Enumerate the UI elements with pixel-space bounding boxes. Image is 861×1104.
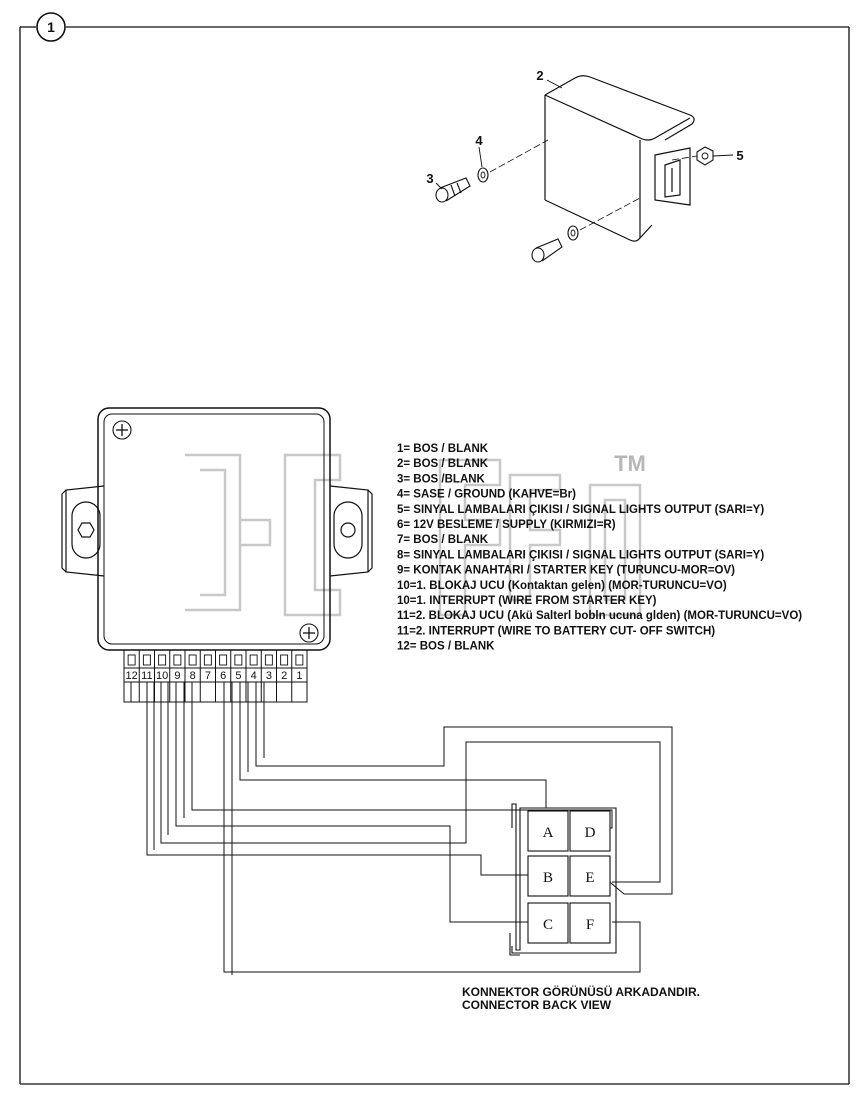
connector-cell-label: D (585, 825, 596, 841)
terminal-pin-label: 10 (156, 670, 168, 682)
connector-cell-label: B (543, 870, 553, 886)
terminal-pin (249, 654, 258, 666)
terminal-pin (142, 654, 151, 666)
legend-line: 3= BOS /BLANK (397, 473, 486, 485)
bolt-3-icon (435, 177, 471, 203)
nut-5-icon (696, 146, 714, 166)
wiring-harness (130, 682, 673, 975)
sheet-number: 1 (47, 19, 55, 35)
connector-cell-label: E (585, 870, 594, 886)
legend-line: 11=2. INTERRUPT (WIRE TO BATTERY CUT- OF… (397, 625, 715, 637)
callout-2: 2 (536, 68, 543, 83)
legend-line: 1= BOS / BLANK (397, 443, 489, 455)
mounting-bracket-right (329, 485, 373, 577)
pin-legend: 1= BOS / BLANK 2= BOS / BLANK 3= BOS /BLAN… (397, 443, 802, 653)
terminal-pin-label: 3 (266, 670, 272, 682)
screw-bottom-right-icon (299, 623, 319, 643)
connector-note-tr: KONNEKTOR GÖRÜNÜSÜ ARKADANDIR. (462, 984, 700, 999)
terminal-pin (280, 654, 289, 666)
legend-line: 5= SINYAL LAMBALARI ÇIKISI / SIGNAL LIGH… (397, 504, 764, 516)
connector-cell (527, 902, 569, 944)
terminal-pin (234, 654, 243, 666)
connector-cell (569, 855, 611, 897)
drawing-frame (19, 26, 850, 1085)
washer-lower-icon (567, 225, 579, 241)
screw-top-left-icon (112, 420, 132, 440)
legend-line: 11=2. BLOKAJ UCU (Akü Salterl bobln ucun… (397, 610, 802, 622)
bolt-lower-icon (531, 238, 563, 263)
terminal-pin (173, 654, 182, 666)
legend-line: 10=1. INTERRUPT (WIRE FROM STARTER KEY) (397, 595, 657, 607)
legend-line: 10=1. BLOKAJ UCU (Kontaktan gelen) (MOR-… (397, 580, 727, 592)
terminal-pin (295, 654, 304, 666)
terminal-pin-label: 12 (126, 670, 138, 682)
connector-note-en: CONNECTOR BACK VIEW (462, 998, 612, 1012)
relay-unit-exploded-view: 2 3 4 5 (426, 68, 744, 263)
terminal-pin-label: 7 (205, 670, 211, 682)
leader-lines (435, 79, 734, 190)
terminal-pin-label: 11 (141, 670, 152, 682)
connector-cell (569, 810, 611, 852)
callout-3: 3 (426, 171, 433, 186)
trademark-mark: TM (614, 451, 646, 476)
legend-line: 4= SASE / GROUND (KAHVE=Br) (397, 489, 576, 501)
terminal-pin-label: 6 (220, 670, 226, 682)
legend-line: 6= 12V BESLEME / SUPPLY (KIRMIZI=R) (397, 519, 616, 531)
terminal-pin (219, 654, 228, 666)
mounting-bracket-left (61, 485, 105, 577)
sheet-number-badge: 1 (36, 12, 66, 42)
terminal-pin-label: 4 (251, 670, 257, 682)
legend-line: 9= KONTAK ANAHTARI / STARTER KEY (TURUNC… (397, 565, 735, 577)
terminal-pin-label: 8 (190, 670, 196, 682)
connector-block (509, 803, 617, 956)
legend-line: 8= SINYAL LAMBALARI ÇIKISI / SIGNAL LIGH… (397, 549, 764, 561)
connector-cell (569, 902, 611, 944)
module-housing-inner (103, 413, 325, 645)
legend-line: 2= BOS / BLANK (397, 458, 489, 470)
terminal-pin-label: 2 (281, 670, 287, 682)
relay-box (544, 75, 695, 242)
connector-cell-label: C (543, 917, 553, 933)
terminal-pin-label: 1 (296, 670, 302, 682)
legend-line: 7= BOS / BLANK (397, 534, 489, 546)
terminal-pin (158, 654, 167, 666)
watermark-logo: TM (185, 451, 646, 617)
assembly-center-lines (489, 139, 698, 231)
connector-cells: A D B E C F (527, 810, 611, 944)
callout-4: 4 (475, 133, 483, 148)
connector-cell-label: F (586, 917, 594, 933)
callout-5: 5 (736, 148, 743, 163)
terminal-pin (264, 654, 273, 666)
connector-cell (527, 810, 569, 852)
terminal-pin (188, 654, 197, 666)
connector-cell (527, 855, 569, 897)
connector-cell-label: A (543, 825, 554, 841)
washer-4-icon (477, 167, 489, 183)
terminal-pin-label: 5 (235, 670, 241, 682)
terminal-pin (127, 654, 136, 666)
terminal-pin (203, 654, 212, 666)
module-housing-outer (97, 407, 331, 651)
terminal-pin-label: 9 (174, 670, 180, 682)
legend-line: 12= BOS / BLANK (397, 641, 495, 653)
